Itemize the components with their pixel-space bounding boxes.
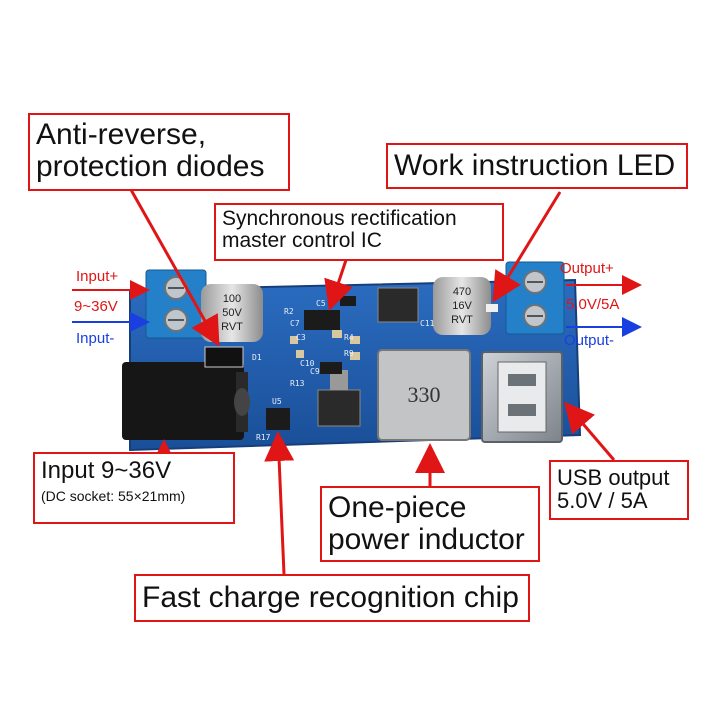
power-inductor: 330 [377, 349, 471, 441]
silk-c10: C10 [300, 359, 315, 368]
usb-output-callout: USB output 5.0V / 5A [549, 460, 689, 520]
input-terminal-block [145, 269, 207, 339]
mosfet-bottom [317, 389, 361, 427]
silk-c3: C3 [296, 333, 306, 342]
work-led-callout: Work instruction LED [386, 143, 688, 189]
capacitor-right: 470 16V RVT [433, 277, 491, 335]
work-led-leader [492, 191, 562, 303]
silk-d1: D1 [252, 353, 262, 362]
inductor-line1: One-piece [328, 491, 467, 524]
input-plus-label: Input+ [76, 268, 119, 285]
cap-right-brand: RVT [451, 314, 473, 326]
silk-u5: U5 [272, 397, 282, 406]
sync-ic-line1: Synchronous rectification [222, 207, 457, 230]
silk-r13: R13 [290, 379, 305, 388]
silk-r4: R4 [344, 333, 354, 342]
cap-right-voltage: 16V [452, 300, 472, 312]
input-range-label: 9~36V [74, 298, 118, 315]
output-plus-label: Output+ [560, 260, 614, 277]
protection-diode [204, 346, 244, 368]
silk-c9: C9 [310, 367, 320, 376]
status-led [486, 304, 498, 312]
cap-right-value: 470 [453, 286, 471, 298]
dc-jack [122, 362, 250, 440]
silk-c7: C7 [290, 319, 300, 328]
sync-ic-line2: master control IC [222, 229, 382, 253]
anti-reverse-leader [128, 187, 220, 347]
anti-reverse-callout: Anti-reverse, protection diodes [28, 113, 290, 191]
inductor-callout: One-piece power inductor [320, 486, 540, 562]
cap-left-brand: RVT [221, 321, 243, 333]
silk-r17: R17 [256, 433, 271, 442]
usb-line1: USB output [557, 465, 670, 490]
input-callout: Input 9~36V (DC socket: 55×21mm) [33, 452, 235, 524]
sync-ic-leader [324, 259, 353, 311]
output-minus-label: Output- [564, 332, 615, 349]
anti-reverse-line2: protection diodes [36, 149, 265, 183]
silk-r2: R2 [284, 307, 294, 316]
control-ic [304, 310, 340, 330]
usb-port [481, 351, 563, 443]
input-line2: (DC socket: 55×21mm) [41, 488, 186, 505]
usb-line2: 5.0V / 5A [557, 488, 648, 514]
silk-c11: C11 [420, 319, 435, 328]
inductor-line2: power inductor [328, 522, 525, 556]
inductor-marking: 330 [408, 382, 441, 407]
input-minus-label: Input- [76, 330, 115, 347]
work-led-line1: Work instruction LED [394, 149, 676, 182]
anti-reverse-line1: Anti-reverse, [36, 118, 207, 151]
fast-charge-leader [264, 431, 295, 575]
fast-charge-ic [266, 408, 290, 430]
silk-c5: C5 [316, 299, 326, 308]
output-rating-label: 5.0V/5A [566, 296, 620, 313]
fast-charge-line1: Fast charge recognition chip [142, 581, 519, 614]
mosfet-top [377, 287, 419, 323]
usb-leader [564, 401, 616, 461]
cap-left-value: 100 [223, 293, 241, 305]
silk-r9: R9 [344, 349, 354, 358]
sync-ic-callout: Synchronous rectification master control… [214, 203, 504, 261]
output-terminal-block [505, 261, 565, 335]
cap-left-voltage: 50V [222, 307, 242, 319]
input-line1: Input 9~36V [41, 457, 172, 484]
fast-charge-callout: Fast charge recognition chip [134, 574, 530, 622]
